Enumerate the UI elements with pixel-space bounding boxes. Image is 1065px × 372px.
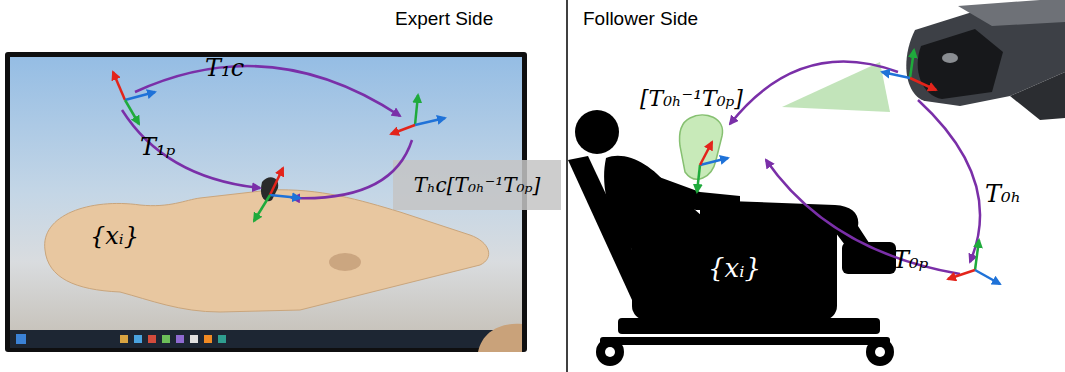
screenshot — [148, 335, 156, 343]
transform-arrow — [766, 160, 960, 274]
screenshot — [190, 335, 198, 343]
coordinate-frame — [254, 195, 270, 221]
screenshot — [162, 335, 170, 343]
transform-label: T₁ₚ — [140, 133, 175, 161]
transform-label-box: Tₕc[T₀ₕ⁻¹T₀ₚ] — [393, 160, 561, 210]
body-outline — [30, 178, 500, 323]
view-cone — [782, 62, 890, 112]
coordinate-frame — [882, 72, 910, 78]
body-outline — [45, 190, 489, 312]
screenshot — [204, 335, 212, 343]
coordinate-frame — [270, 195, 300, 198]
screenshot — [120, 335, 128, 343]
panel-heading: Expert Side — [395, 8, 493, 30]
tracked-patch — [679, 115, 722, 179]
body-model: {xᵢ} — [30, 178, 500, 323]
hand-model — [478, 324, 522, 352]
transform-arrow — [122, 110, 260, 188]
transform-label: T₀ₕ — [985, 180, 1021, 208]
transform-label: T₀ₚ — [893, 246, 928, 274]
patient-chair-silhouette — [866, 338, 894, 366]
transform-arrow — [122, 62, 980, 274]
coordinate-frame — [975, 240, 979, 270]
patient-chair-silhouette — [575, 110, 619, 154]
headset-illustration — [906, 0, 1065, 120]
node-text: {xᵢ} — [708, 253, 761, 283]
screenshot — [134, 335, 142, 343]
transform-arrow — [730, 62, 898, 124]
headset-illustration — [942, 53, 958, 63]
transform-arrow — [292, 140, 412, 198]
screenshot — [218, 335, 226, 343]
coordinate-frame — [125, 100, 139, 124]
coordinate-frame — [948, 270, 975, 279]
node-text: {xᵢ} — [90, 222, 139, 250]
coordinate-frame — [700, 158, 728, 165]
coordinate-frame — [391, 125, 415, 134]
coordinate-frame — [697, 165, 700, 192]
coordinate-frame — [415, 118, 445, 125]
coordinate-frame — [700, 142, 712, 165]
patient-chair-silhouette — [600, 337, 890, 345]
screenshot — [176, 335, 184, 343]
chair-base: {xᵢ} — [632, 215, 837, 320]
patient-chair-silhouette — [596, 338, 624, 366]
headset-illustration — [1010, 72, 1065, 120]
screenshot — [10, 330, 522, 348]
coordinate-frame — [975, 270, 1000, 284]
probe-model — [261, 177, 278, 201]
screenshot — [16, 334, 26, 344]
body-shading — [329, 253, 361, 271]
panel-heading: Follower Side — [583, 8, 698, 30]
body-shape — [45, 190, 489, 312]
transform-arrow — [135, 66, 400, 116]
patient-chair-silhouette — [568, 110, 896, 366]
wheel-hub — [875, 347, 885, 357]
transform-label: [T₀ₕ⁻¹T₀ₚ] — [640, 86, 743, 111]
coordinate-frame — [113, 50, 1000, 284]
coordinate-frame — [270, 168, 283, 195]
wheel-hub — [605, 347, 615, 357]
coordinate-frame — [125, 92, 155, 100]
patient-chair-silhouette — [842, 242, 896, 274]
coordinate-frame — [113, 72, 125, 100]
transform-label: T₁c — [205, 54, 244, 82]
coordinate-frame — [415, 95, 418, 125]
divider-line — [566, 0, 568, 372]
node-text: Tₕc[T₀ₕ⁻¹T₀ₚ] — [414, 173, 541, 197]
headset-illustration — [918, 29, 1003, 99]
headset-illustration — [958, 0, 1065, 26]
coordinate-frame — [910, 50, 914, 78]
transform-arrow — [918, 100, 980, 262]
coordinate-frame — [910, 78, 936, 90]
